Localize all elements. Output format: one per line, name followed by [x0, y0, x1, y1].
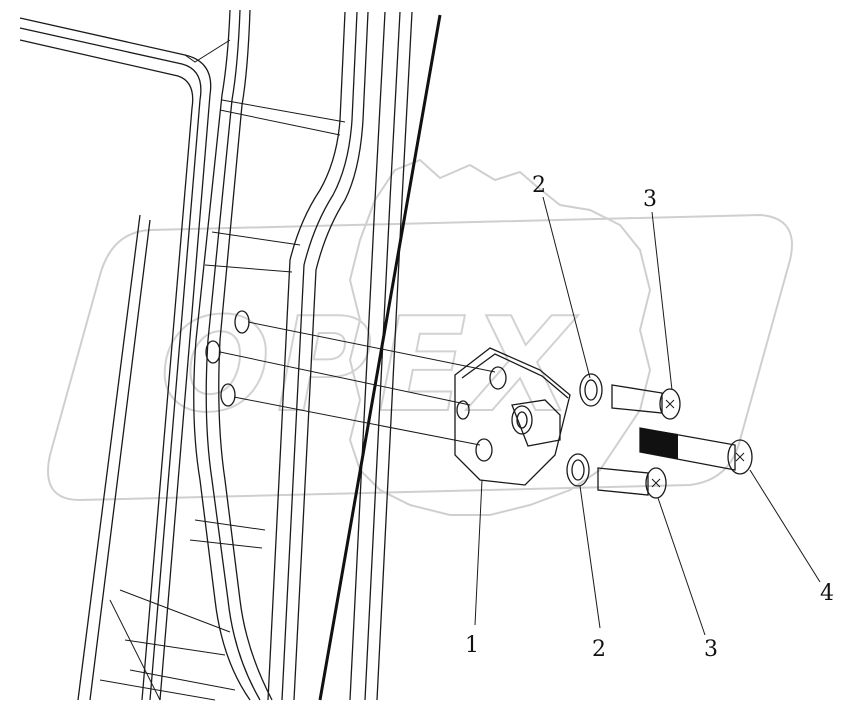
screw: [645, 467, 667, 499]
washer: [579, 373, 603, 407]
door-frame: [19, 9, 413, 701]
screws: [597, 384, 681, 499]
hinge-plate: [454, 347, 571, 486]
washers: [566, 373, 603, 487]
watermark-gear: [348, 158, 652, 516]
mounting-hole: [220, 383, 236, 407]
callout-label: 3: [643, 187, 657, 212]
washer: [584, 379, 598, 401]
screw: [659, 388, 681, 420]
assembly-axes: [219, 321, 496, 446]
leader-lines: [474, 196, 821, 636]
callout-label: 4: [820, 581, 834, 606]
callout-label: 2: [592, 637, 606, 662]
screw: [611, 384, 663, 414]
washer: [566, 453, 590, 487]
callout-label: 1: [465, 633, 479, 658]
callout-label: 2: [532, 173, 546, 198]
washer: [571, 459, 585, 481]
callout-label: 3: [704, 637, 718, 662]
door-edge-line: [318, 14, 442, 701]
screw: [597, 467, 649, 496]
watermark-ring: [47, 213, 793, 502]
callouts: 2 3 1 2 3 4: [465, 173, 834, 662]
watermark: OPEX: [47, 158, 793, 516]
bolt: [639, 427, 753, 475]
